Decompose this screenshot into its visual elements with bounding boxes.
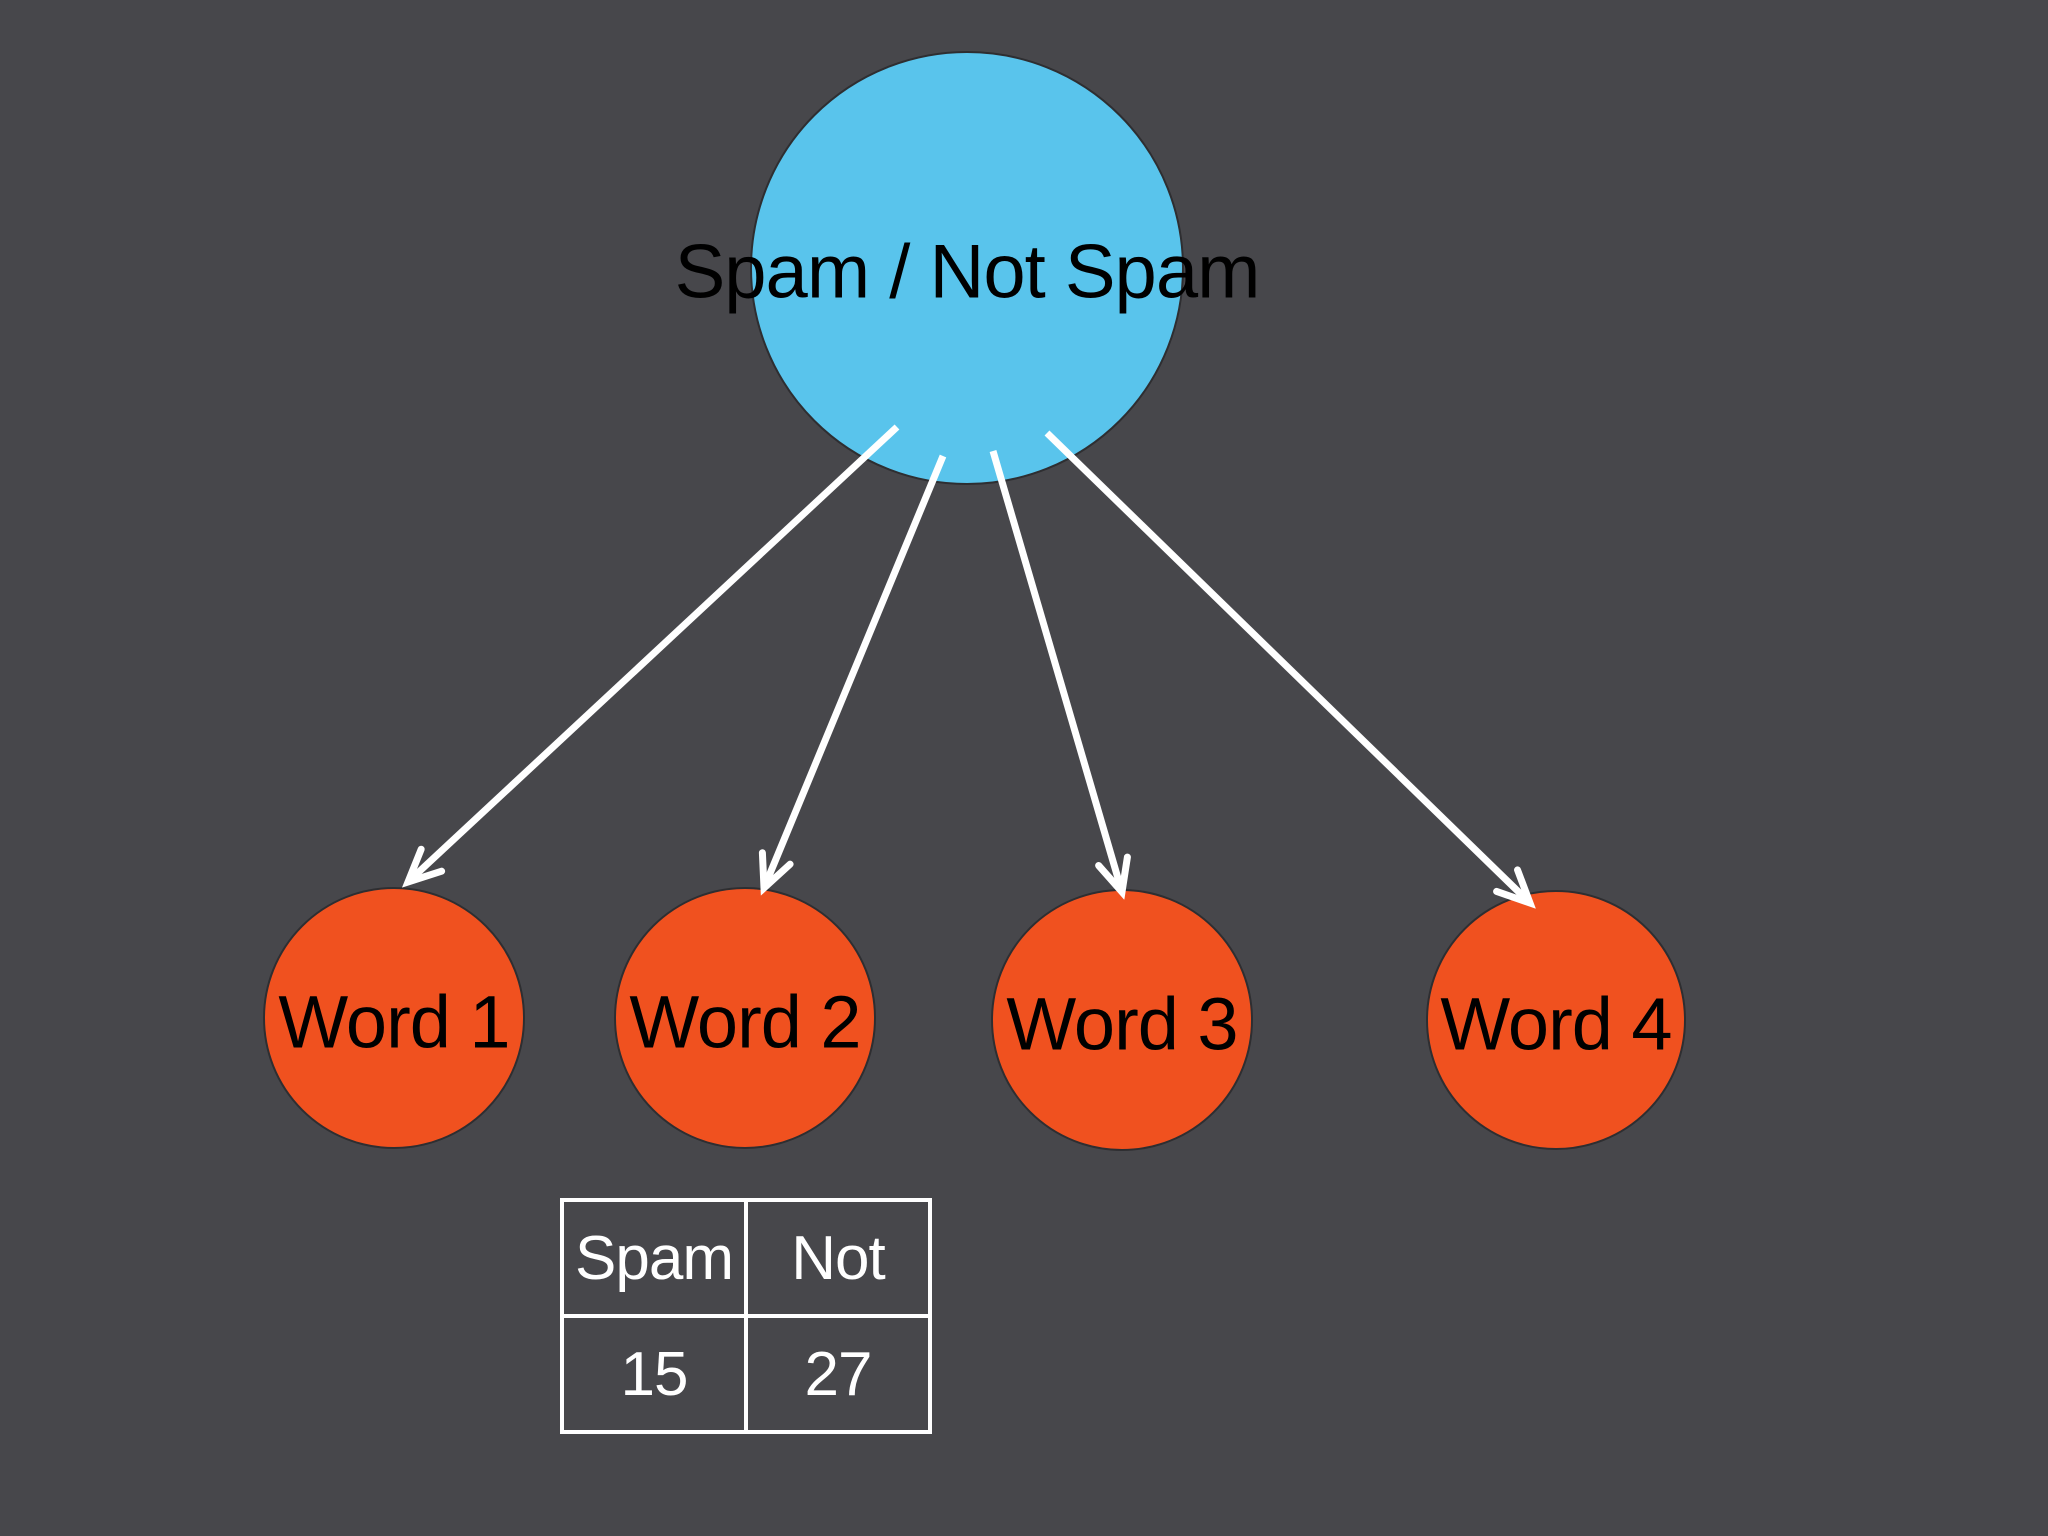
table-header-not: Not bbox=[744, 1198, 932, 1318]
word1-node-label: Word 1 bbox=[278, 981, 509, 1064]
root-node-circle bbox=[750, 51, 1184, 485]
word1-node-circle bbox=[263, 887, 525, 1149]
arrow-root-to-word1 bbox=[408, 424, 900, 882]
word4-node-label: Word 4 bbox=[1440, 983, 1671, 1066]
word2-node-circle bbox=[614, 887, 876, 1149]
word2-node-label: Word 2 bbox=[629, 981, 860, 1064]
table-header-row: Spam Not bbox=[560, 1198, 932, 1318]
table-header-spam: Spam bbox=[560, 1198, 748, 1318]
arrow-root-to-word2 bbox=[764, 454, 947, 888]
table-value-row: 15 27 bbox=[560, 1314, 932, 1434]
word3-node-label: Word 3 bbox=[1006, 983, 1237, 1066]
arrow-root-to-word4 bbox=[1044, 430, 1530, 903]
table-cell-not-count: 27 bbox=[744, 1314, 932, 1434]
root-node-label: Spam / Not Spam bbox=[675, 230, 1260, 315]
spam-count-table: Spam Not 15 27 bbox=[560, 1198, 932, 1434]
arrow-root-to-word3 bbox=[989, 450, 1122, 892]
word4-node-circle bbox=[1426, 890, 1686, 1150]
table-cell-spam-count: 15 bbox=[560, 1314, 748, 1434]
